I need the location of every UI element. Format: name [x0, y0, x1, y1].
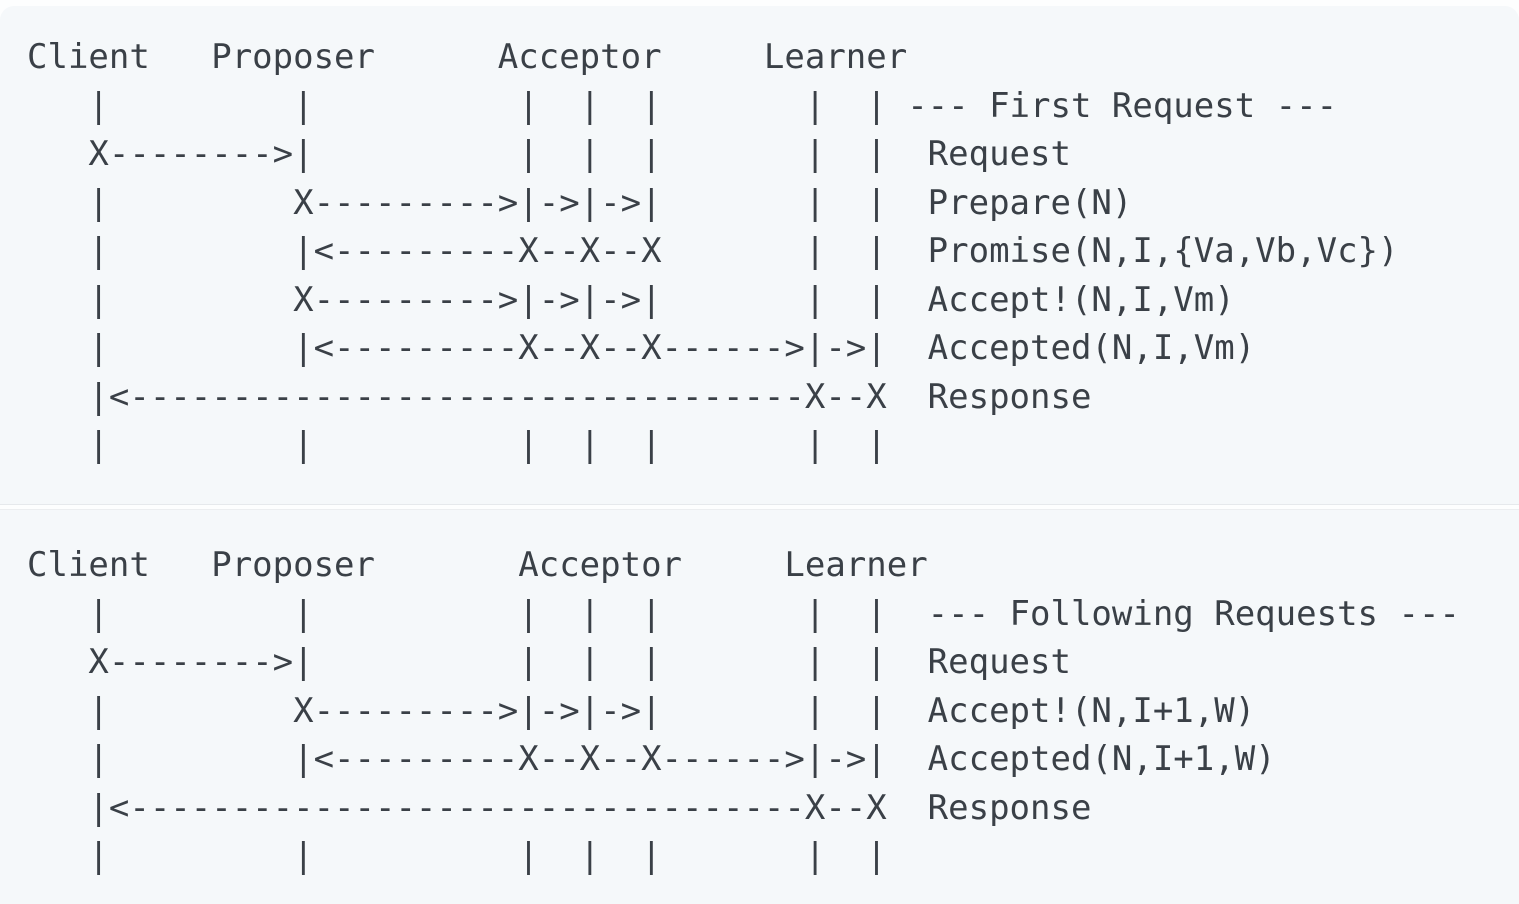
code-block-first-request: Client Proposer Acceptor Learner | | | |… [0, 6, 1519, 505]
ascii-sequence-diagram-following-requests: Client Proposer Acceptor Learner | | | |… [27, 545, 1460, 876]
ascii-sequence-diagram-first-request: Client Proposer Acceptor Learner | | | |… [27, 37, 1399, 465]
code-block-following-requests: Client Proposer Acceptor Learner | | | |… [0, 509, 1519, 904]
